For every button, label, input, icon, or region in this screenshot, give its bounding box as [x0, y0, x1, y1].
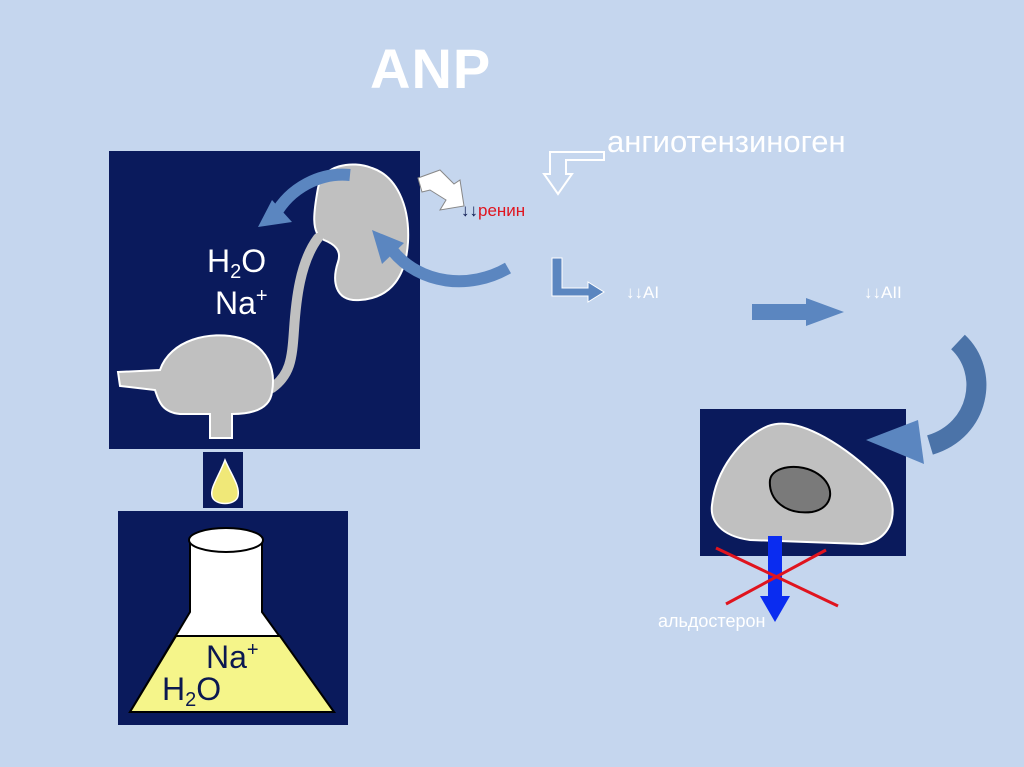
kidney-icon — [313, 163, 410, 302]
kidney-sodium-label: Na+ — [215, 285, 268, 321]
ai-label: ↓↓AI — [626, 283, 660, 302]
kidney-water-label: H2O — [207, 243, 267, 283]
angiotensinogen-arrow — [542, 151, 605, 196]
renin-label: ↓↓ренин — [461, 201, 526, 220]
kidney-inflow-arrowhead — [372, 230, 404, 264]
flame-icon — [210, 458, 240, 505]
heart-icon — [116, 334, 274, 439]
aii-to-cell-arrowhead — [866, 420, 924, 464]
flask-mouth — [188, 527, 264, 553]
kidney-inflow-arrow — [387, 246, 512, 288]
renin-to-ai-arrow — [551, 257, 605, 303]
flask-liquid — [128, 635, 336, 713]
aldosterone-label: альдостерон — [658, 611, 766, 631]
flask-sodium-label: Na+ — [206, 639, 259, 675]
ai-to-aii-arrow — [752, 298, 844, 326]
renin-signal-arrow — [417, 169, 465, 211]
cell-nucleus — [768, 465, 832, 514]
slide-title: ANP — [370, 37, 492, 100]
aii-to-cell-arrow — [926, 334, 987, 455]
aldosterone-arrowhead — [760, 596, 790, 622]
cross-line-2 — [725, 548, 827, 606]
kidney-outflow-arrow — [269, 168, 351, 219]
kidney-outflow-arrowhead — [258, 200, 292, 227]
aldosterone-arrow-shaft — [768, 536, 782, 598]
ureter — [267, 233, 323, 393]
aii-label: ↓↓AII — [864, 283, 902, 302]
flask-water-label: H2O — [162, 671, 222, 711]
angiotensinogen-label: ангиотензиноген — [607, 124, 846, 159]
